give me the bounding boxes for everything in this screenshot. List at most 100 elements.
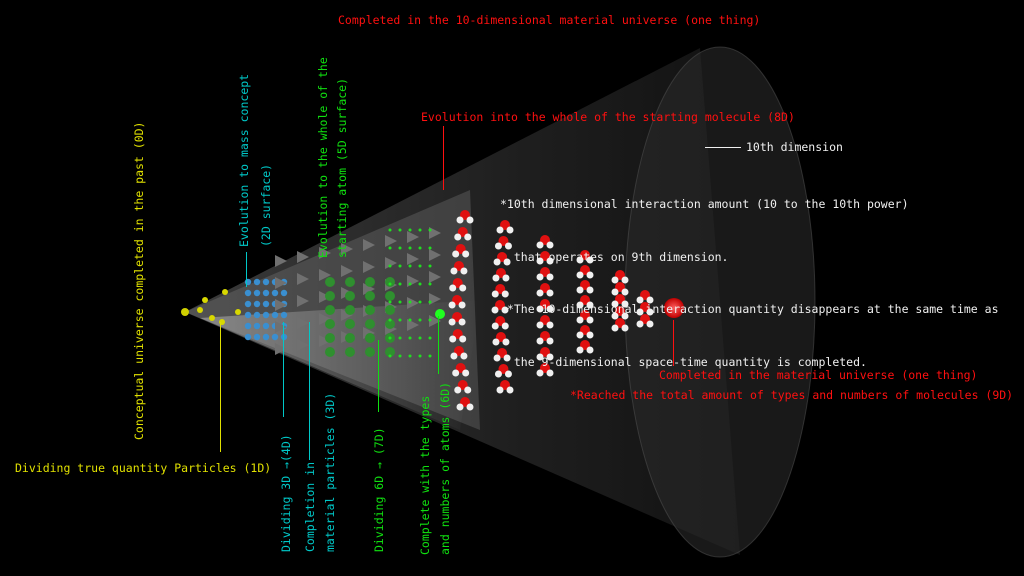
hydrogen-atom: [621, 312, 629, 320]
hydrogen-atom: [502, 274, 510, 282]
oxygen-atom: [540, 283, 550, 293]
hydrogen-atom: [576, 316, 584, 324]
oxygen-atom: [615, 294, 625, 304]
label-8d: Evolution into the whole of the starting…: [421, 110, 795, 124]
yellow-particle: [222, 289, 228, 295]
hydrogen-atom: [501, 322, 509, 330]
green-dot: [428, 264, 432, 268]
blue-particle: [253, 333, 261, 341]
oxygen-atom: [580, 250, 590, 260]
hydrogen-atom: [536, 289, 544, 297]
hydrogen-atom: [506, 226, 514, 234]
oxygen-atom: [540, 363, 550, 373]
green-dot: [418, 282, 422, 286]
label-9d-line2: *Reached the total amount of types and n…: [570, 388, 1014, 402]
hydrogen-atom: [459, 335, 467, 343]
oxygen-atom: [452, 312, 463, 322]
pyramid-cell: [319, 335, 331, 347]
note-line: *10th dimensional interaction amount (10…: [500, 197, 909, 211]
blue-particle: [280, 289, 288, 297]
green-dot: [428, 318, 432, 322]
green-dot: [418, 228, 422, 232]
pyramid-cell: [385, 235, 397, 247]
oxygen-atom: [580, 295, 590, 305]
green-sphere: [385, 319, 395, 329]
oxygen-atom: [495, 332, 506, 342]
yellow-particle: [209, 315, 215, 321]
pyramid-cell: [341, 309, 353, 321]
pyramid-cell: [341, 243, 353, 255]
pyramid-cell: [297, 273, 309, 285]
hydrogen-atom: [493, 354, 501, 362]
green-sphere: [345, 291, 355, 301]
pyramid-cell: [407, 231, 419, 243]
green-sphere: [385, 291, 395, 301]
green-dot: [428, 228, 432, 232]
hydrogen-atom: [621, 300, 629, 308]
hydrogen-atom: [501, 306, 509, 314]
pyramid-cell: [363, 239, 375, 251]
pyramid-cell: [429, 271, 441, 283]
oxygen-atom: [640, 314, 650, 324]
notes-body: *10th dimensional interaction amount (10…: [500, 161, 999, 406]
oxygen-atom: [453, 346, 464, 356]
leader-line-2d: [246, 252, 247, 287]
green-dot: [388, 228, 392, 232]
hydrogen-atom: [466, 403, 474, 411]
hydrogen-atom: [536, 353, 544, 361]
hydrogen-atom: [636, 308, 644, 316]
blue-particle: [271, 311, 279, 319]
blue-particle: [262, 289, 270, 297]
green-dot: [398, 246, 402, 250]
blue-particle: [244, 333, 252, 341]
oxygen-atom: [495, 300, 505, 310]
light-beam: [200, 300, 480, 430]
hydrogen-atom: [464, 233, 472, 241]
pyramid-cell: [275, 299, 287, 311]
hydrogen-atom: [636, 296, 644, 304]
green-dot: [418, 354, 422, 358]
oxygen-atom: [455, 244, 466, 254]
green-sphere: [345, 277, 355, 287]
oxygen-atom: [452, 295, 463, 305]
hydrogen-atom: [503, 354, 511, 362]
green-sphere: [385, 277, 395, 287]
hydrogen-atom: [546, 305, 554, 313]
label-4d: Dividing 3D →(4D): [279, 434, 293, 552]
pyramid-cell: [385, 257, 397, 269]
label-6d-line1: Complete with the types: [418, 395, 432, 555]
hydrogen-atom: [586, 256, 594, 264]
green-dot: [398, 264, 402, 268]
pyramid-cell: [319, 291, 331, 303]
hydrogen-atom: [460, 352, 468, 360]
oxygen-atom: [540, 315, 550, 325]
pyramid-cell: [429, 227, 441, 239]
green-sphere: [365, 305, 375, 315]
label-1d: Dividing true quantity Particles (1D): [15, 461, 272, 475]
hydrogen-atom: [458, 318, 466, 326]
green-dot: [388, 282, 392, 286]
hydrogen-atom: [576, 271, 584, 279]
green-atom: [435, 309, 445, 319]
hydrogen-atom: [586, 271, 594, 279]
green-sphere: [325, 291, 335, 301]
green-sphere: [365, 333, 375, 343]
green-sphere: [325, 347, 335, 357]
hydrogen-atom: [454, 386, 462, 394]
green-sphere: [365, 277, 375, 287]
green-dot: [398, 336, 402, 340]
green-dot: [408, 282, 412, 286]
hydrogen-atom: [621, 288, 629, 296]
pyramid-cell: [319, 269, 331, 281]
oxygen-atom: [615, 282, 625, 292]
leader-line-9d: [673, 320, 674, 366]
hydrogen-atom: [506, 386, 514, 394]
hydrogen-atom: [536, 305, 544, 313]
hydrogen-atom: [611, 300, 619, 308]
blue-particle: [280, 311, 288, 319]
hydrogen-atom: [536, 257, 544, 265]
hydrogen-atom: [504, 242, 512, 250]
oxygen-atom: [460, 397, 470, 407]
green-dot: [388, 336, 392, 340]
hydrogen-atom: [586, 316, 594, 324]
